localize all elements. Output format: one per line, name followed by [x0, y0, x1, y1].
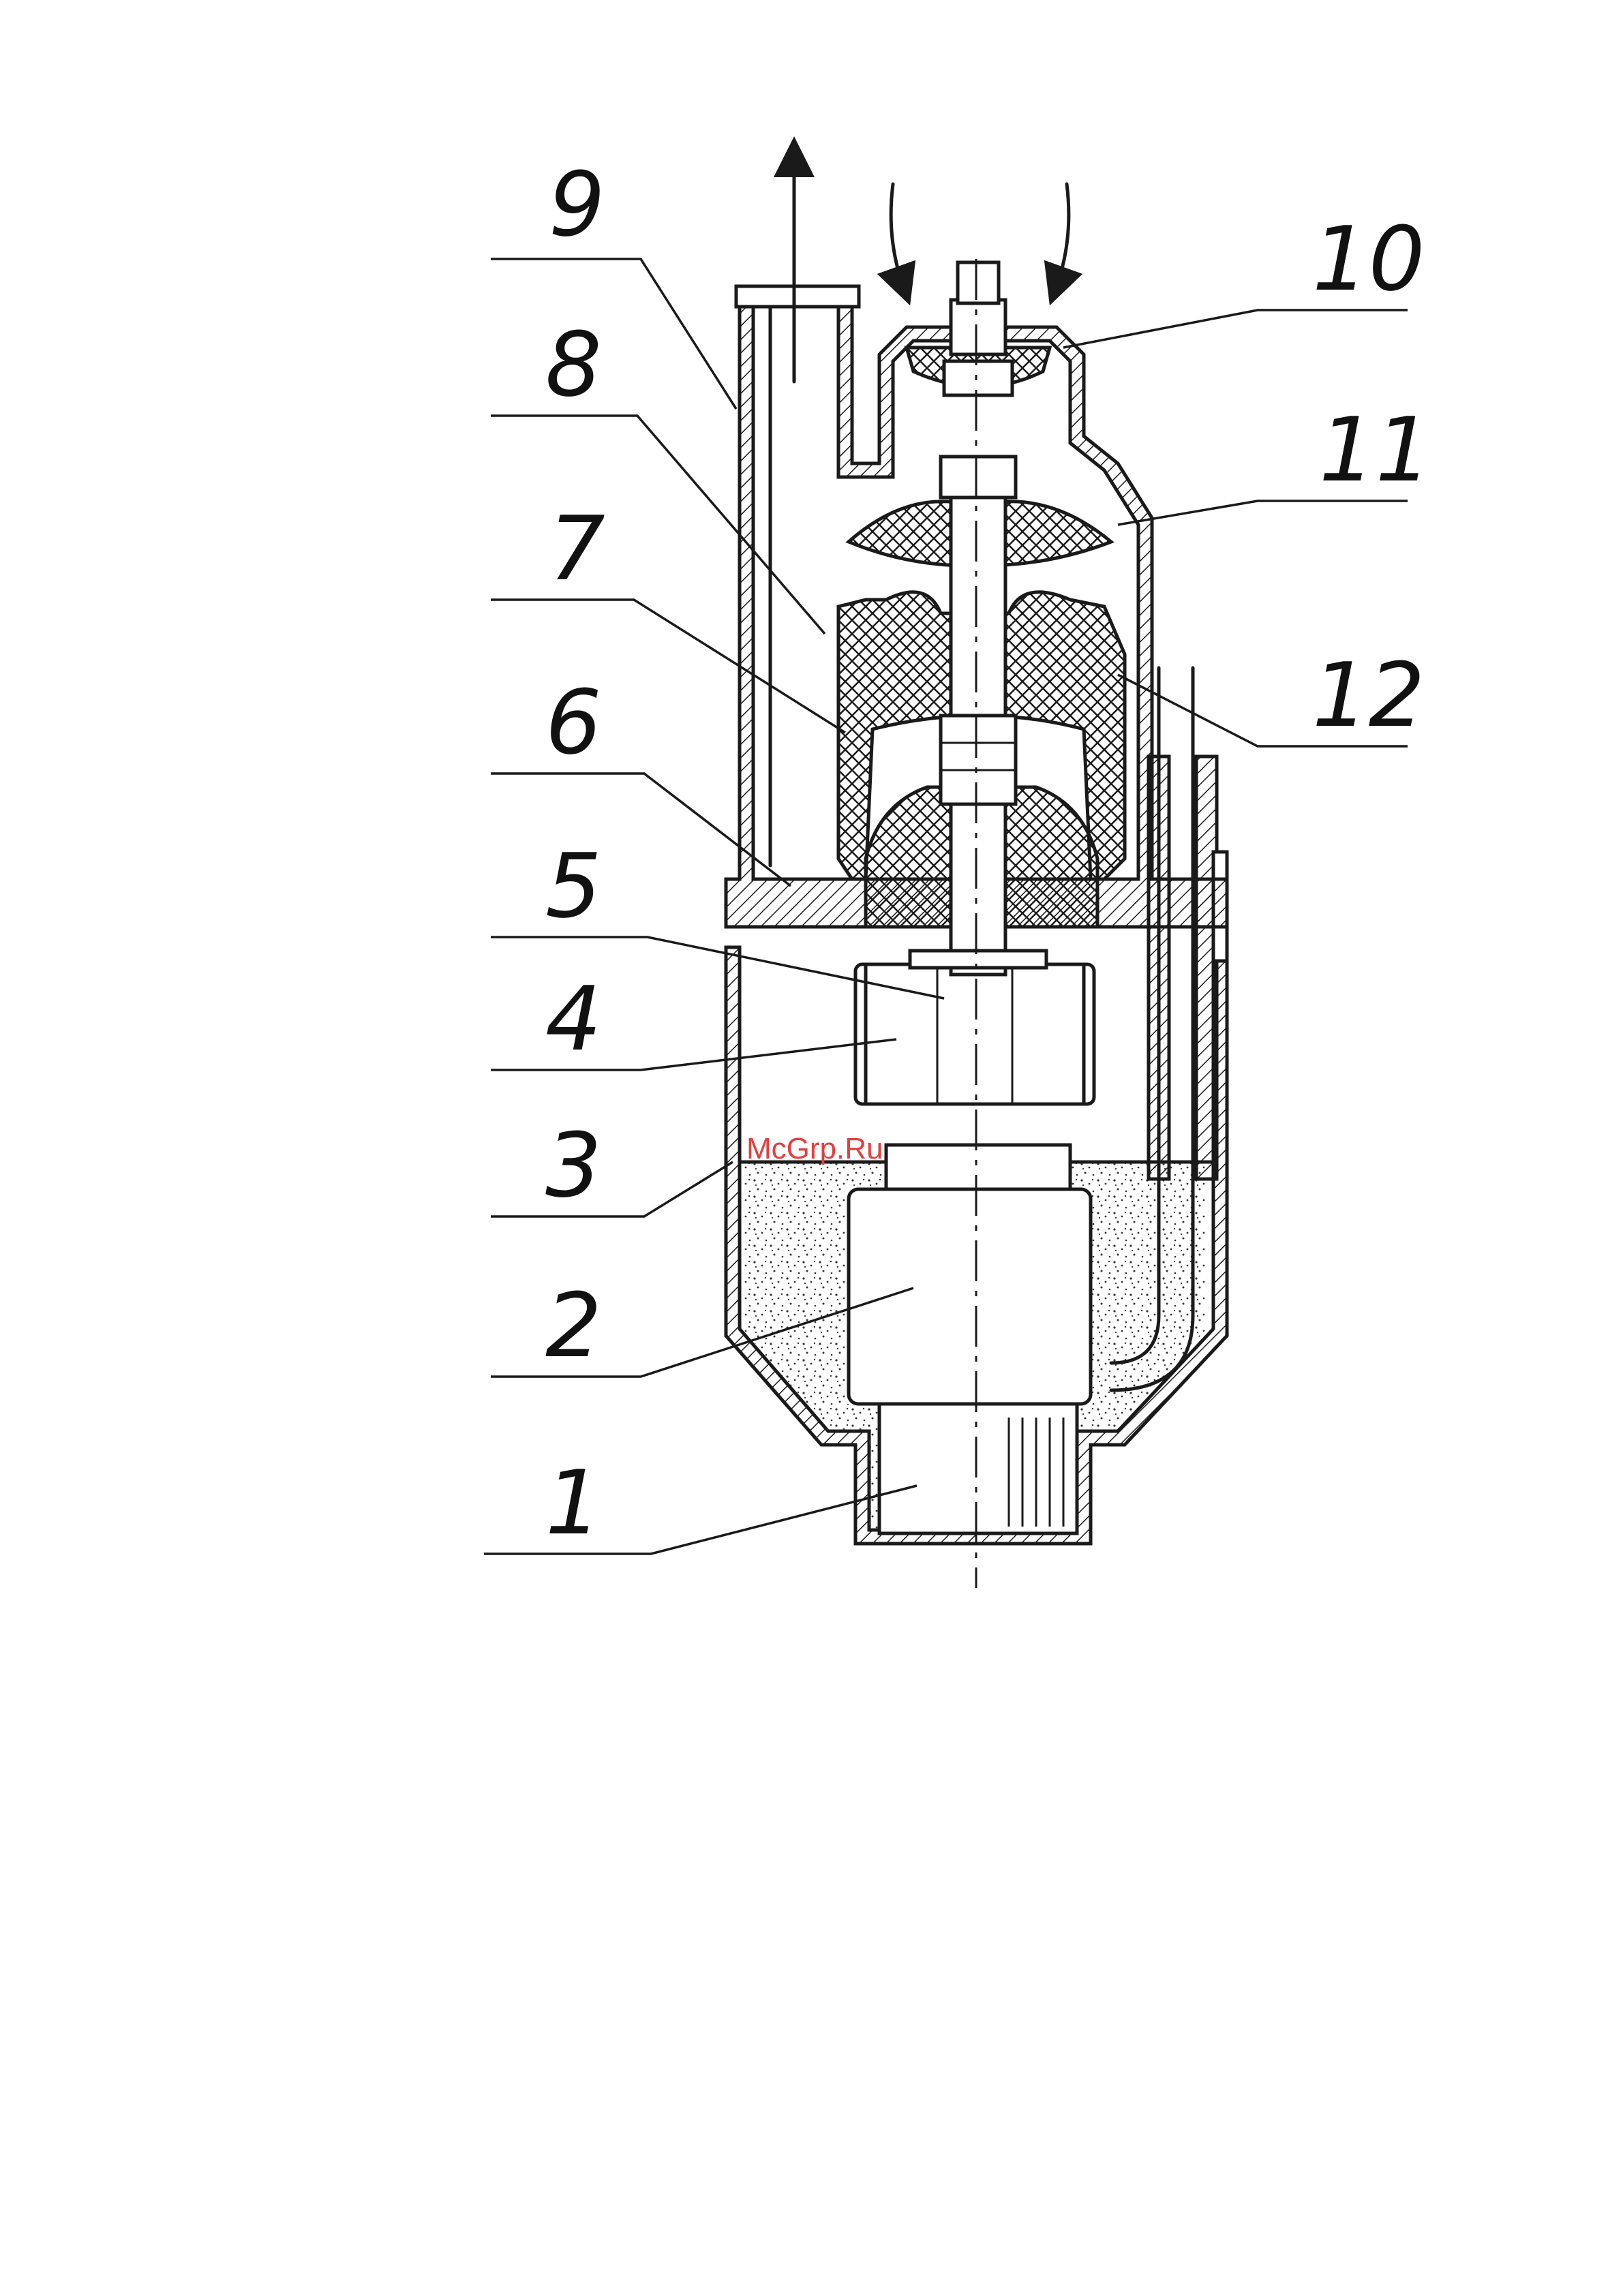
callout-3: 3: [545, 1114, 602, 1217]
callout-11: 11: [1319, 398, 1431, 502]
armature: [855, 964, 1094, 1104]
callout-2: 2: [545, 1274, 602, 1377]
callout-5: 5: [545, 834, 602, 938]
callout-6: 6: [545, 671, 602, 774]
callout-12: 12: [1312, 643, 1425, 747]
callout-1: 1: [545, 1451, 602, 1555]
callout-10: 10: [1312, 207, 1425, 311]
callout-7: 7: [549, 497, 605, 600]
electromagnet-coil: [849, 1145, 1091, 1533]
callout-9: 9: [549, 153, 605, 256]
callout-8: 8: [545, 313, 602, 416]
watermark: McGrp.Ru: [746, 1132, 883, 1165]
callout-4: 4: [545, 967, 602, 1071]
